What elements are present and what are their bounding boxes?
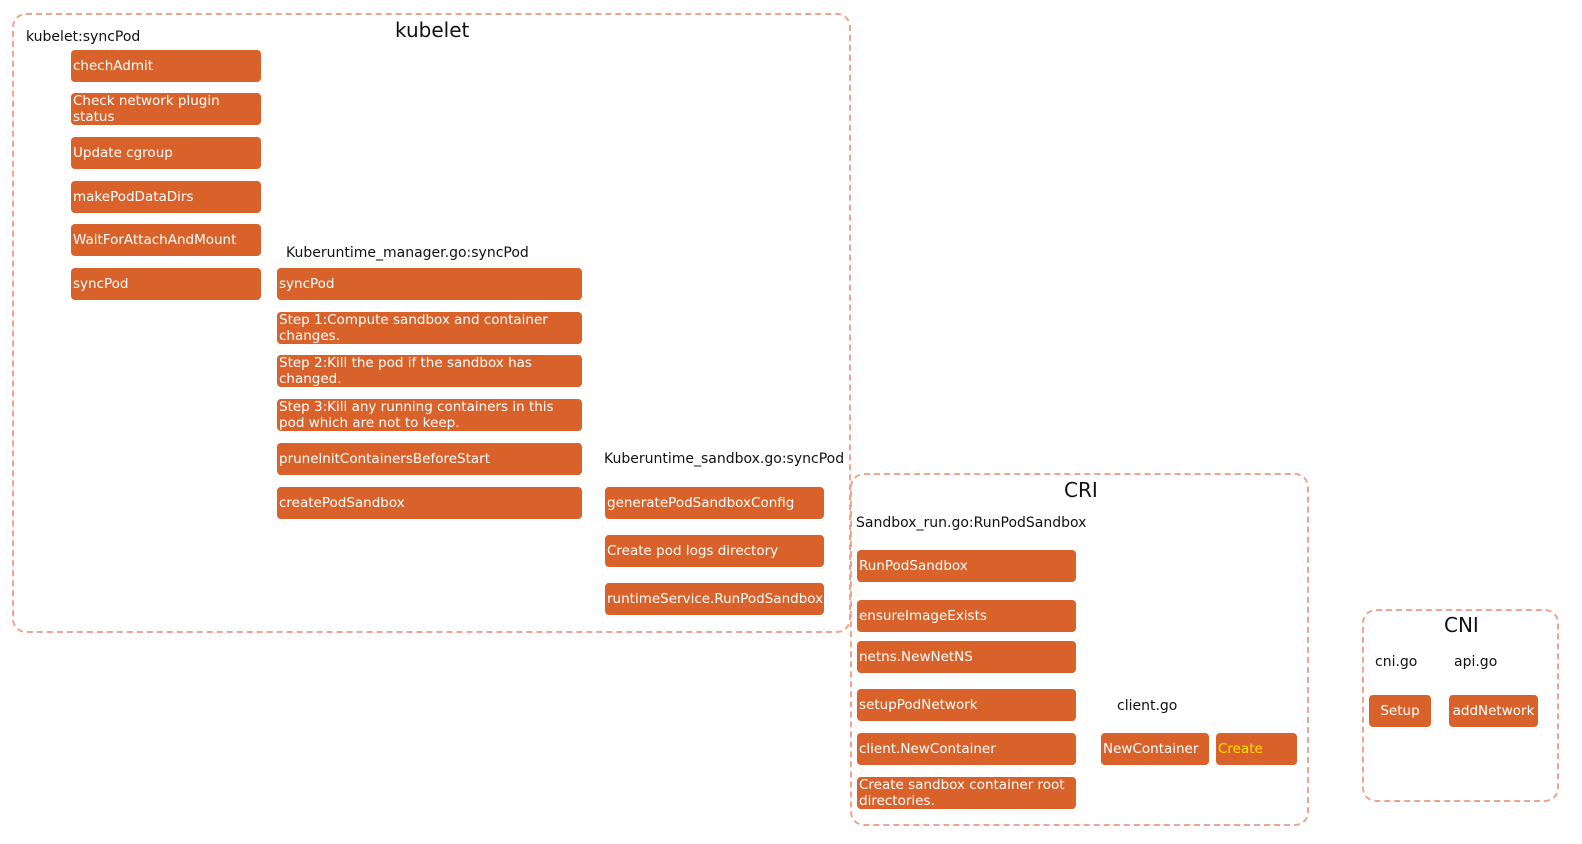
update-cgroup-step: Update cgroup bbox=[71, 137, 261, 169]
netns-newnetns-step: netns.NewNetNS bbox=[857, 641, 1076, 673]
cni-title: CNI bbox=[1444, 613, 1479, 637]
rm-step2-text: Step 2:Kill the pod if the sandbox has c… bbox=[279, 355, 532, 387]
rm-step1: Step 1:Compute sandbox and container cha… bbox=[277, 312, 582, 344]
api-go-label: api.go bbox=[1454, 654, 1498, 670]
rm-step2: Step 2:Kill the pod if the sandbox has c… bbox=[277, 355, 582, 387]
kubelet-title: kubelet bbox=[395, 18, 470, 42]
kubelet-group bbox=[12, 13, 851, 633]
sandbox-run-label: Sandbox_run.go:RunPodSandbox bbox=[856, 515, 1087, 531]
cri-group bbox=[850, 473, 1309, 826]
kubelet-syncpod-step: syncPod bbox=[71, 268, 261, 300]
makepoddatadirs-step: makePodDataDirs bbox=[71, 181, 261, 213]
create-sandbox-root-dirs-text: Create sandbox container root directorie… bbox=[859, 777, 1065, 809]
runtime-service-runpodsandbox-step: runtimeService.RunPodSandbox bbox=[605, 583, 824, 615]
prune-init-containers-step: prunelnitContainersBeforeStart bbox=[277, 443, 582, 475]
ensure-image-exists-step: ensureImageExists bbox=[857, 600, 1076, 632]
cri-title: CRI bbox=[1064, 478, 1098, 502]
client-newcontainer-step: client.NewContainer bbox=[857, 733, 1076, 765]
runtime-manager-label: Kuberuntime_manager.go:syncPod bbox=[286, 245, 529, 261]
create-pod-logs-step: Create pod logs directory bbox=[605, 535, 824, 567]
chechadmit-step: chechAdmit bbox=[71, 50, 261, 82]
createpodsandbox-step: createPodSandbox bbox=[277, 487, 582, 519]
runtime-sandbox-label: Kuberuntime_sandbox.go:syncPod bbox=[604, 451, 845, 467]
client-newcontainer-box: NewContainer bbox=[1101, 733, 1209, 765]
cni-group bbox=[1362, 609, 1559, 802]
setup-pod-network-step: setupPodNetwork bbox=[857, 689, 1076, 721]
rm-step3-text: Step 3:Kill any running containers in th… bbox=[279, 399, 554, 431]
kubelet-syncpod-label: kubelet:syncPod bbox=[26, 29, 141, 45]
rm-step1-text: Step 1:Compute sandbox and container cha… bbox=[279, 312, 548, 344]
cni-go-label: cni.go bbox=[1375, 654, 1418, 670]
client-go-label: client.go bbox=[1117, 698, 1178, 714]
generate-sandbox-config-step: generatePodSandboxConfig bbox=[605, 487, 824, 519]
cri-runpodsandbox-step: RunPodSandbox bbox=[857, 550, 1076, 582]
cni-setup-box: Setup bbox=[1369, 695, 1431, 727]
create-sandbox-root-dirs-step: Create sandbox container root directorie… bbox=[857, 777, 1076, 809]
rm-step3: Step 3:Kill any running containers in th… bbox=[277, 399, 582, 431]
cni-addnetwork-box: addNetwork bbox=[1449, 695, 1538, 727]
check-network-plugin-step: Check network plugin status bbox=[71, 93, 261, 125]
rm-syncpod-step: syncPod bbox=[277, 268, 582, 300]
client-create-box: Create bbox=[1216, 733, 1297, 765]
waitforattachandmount-step: WaitForAttachAndMount bbox=[71, 224, 261, 256]
